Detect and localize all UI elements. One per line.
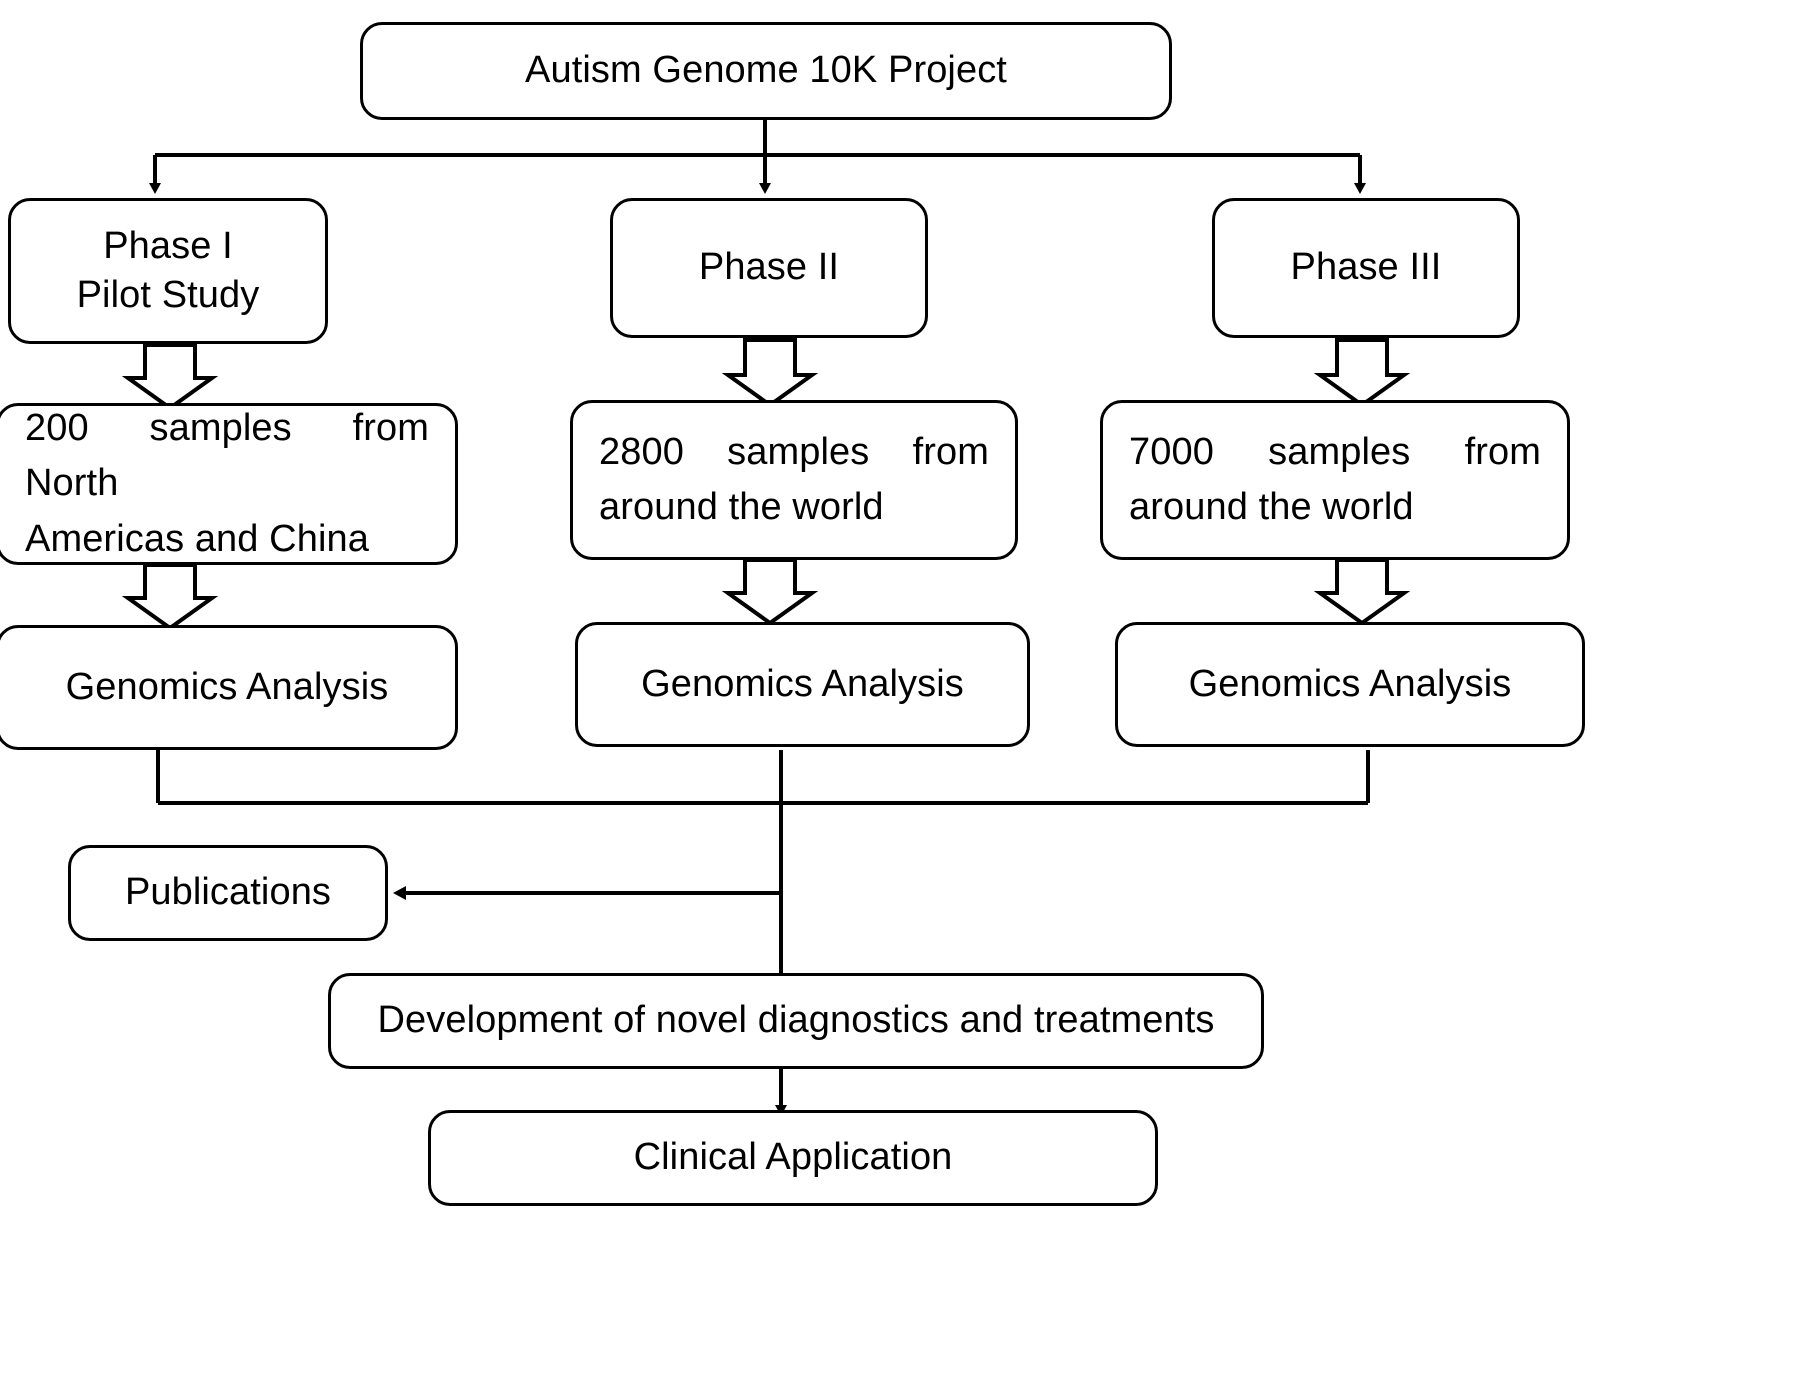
node-clinical-label: Clinical Application xyxy=(633,1136,953,1179)
node-analysis-1[interactable]: Genomics Analysis xyxy=(0,625,458,750)
node-publications[interactable]: Publications xyxy=(68,845,388,941)
node-analysis-1-label: Genomics Analysis xyxy=(65,665,389,708)
node-development-label: Development of novel diagnostics and tre… xyxy=(377,999,1215,1042)
node-samples-1-line2: Americas and China xyxy=(25,517,369,560)
node-clinical[interactable]: Clinical Application xyxy=(428,1110,1158,1206)
node-phase-1[interactable]: Phase I Pilot Study xyxy=(8,198,328,344)
node-analysis-2[interactable]: Genomics Analysis xyxy=(575,622,1030,747)
node-samples-3-label: 7000 samples from around the world xyxy=(1103,425,1567,535)
node-analysis-3-label: Genomics Analysis xyxy=(1188,662,1512,705)
node-samples-3-line2: around the world xyxy=(1129,486,1414,528)
node-development[interactable]: Development of novel diagnostics and tre… xyxy=(328,973,1264,1069)
node-phase-1-label: Phase I Pilot Study xyxy=(11,222,325,321)
node-root-label: Autism Genome 10K Project xyxy=(525,49,1007,92)
node-samples-3[interactable]: 7000 samples from around the world xyxy=(1100,400,1570,560)
node-samples-1-label: 200 samples from North Americas and Chin… xyxy=(0,401,455,566)
node-samples-2-line2: around the world xyxy=(599,486,884,528)
node-samples-2-line1: 2800 samples from xyxy=(599,430,989,473)
node-phase-2-label: Phase II xyxy=(698,246,840,289)
node-analysis-2-label: Genomics Analysis xyxy=(641,662,964,705)
node-samples-2[interactable]: 2800 samples from around the world xyxy=(570,400,1018,560)
node-analysis-3[interactable]: Genomics Analysis xyxy=(1115,622,1585,747)
node-samples-1[interactable]: 200 samples from North Americas and Chin… xyxy=(0,403,458,565)
node-root[interactable]: Autism Genome 10K Project xyxy=(360,22,1172,120)
node-samples-3-line1: 7000 samples from xyxy=(1129,430,1541,473)
node-phase-3[interactable]: Phase III xyxy=(1212,198,1520,338)
node-publications-label: Publications xyxy=(124,871,332,914)
node-samples-1-line1: 200 samples from North xyxy=(25,407,429,505)
node-phase-3-label: Phase III xyxy=(1290,246,1442,289)
node-phase-1-line2: Pilot Study xyxy=(76,274,260,316)
node-samples-2-label: 2800 samples from around the world xyxy=(573,425,1015,535)
node-phase-2[interactable]: Phase II xyxy=(610,198,928,338)
node-phase-1-line1: Phase I xyxy=(103,224,233,267)
